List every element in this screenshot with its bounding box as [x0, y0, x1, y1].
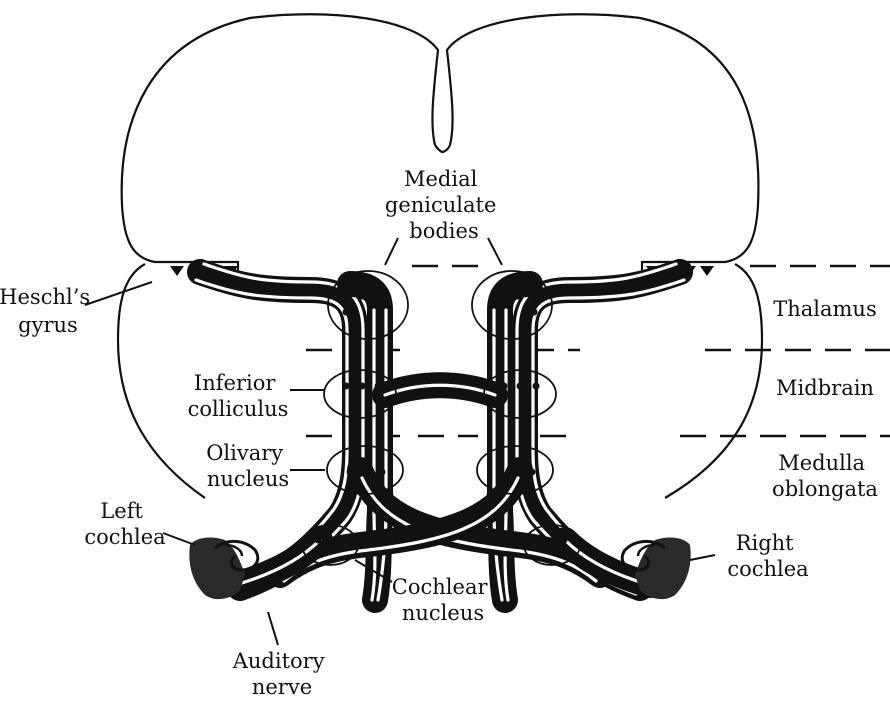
label-cochlear-nucleus: Cochlear nucleus	[392, 575, 494, 625]
label-medial-geniculate: Medial geniculate bodies	[385, 167, 503, 243]
label-thalamus: Thalamus	[773, 297, 877, 321]
label-medulla-oblongata: Medulla oblongata	[772, 451, 878, 501]
brainstem-left-outline	[118, 264, 205, 498]
label-right-cochlea: Right cochlea	[727, 531, 808, 581]
left-hemisphere-outline	[122, 14, 438, 270]
label-inferior-colliculus: Inferior colliculus	[188, 371, 289, 421]
right-hemisphere-outline	[447, 14, 758, 270]
label-olivary-nucleus: Olivary nucleus	[206, 441, 290, 491]
label-midbrain: Midbrain	[776, 376, 874, 400]
longitudinal-fissure	[435, 145, 450, 152]
label-left-cochlea: Left cochlea	[84, 499, 165, 549]
brainstem-right-outline	[665, 264, 762, 498]
label-auditory-nerve: Auditory nerve	[232, 649, 332, 699]
fiber-bundles	[196, 264, 684, 600]
label-heschls-gyrus: Heschl’s gyrus	[0, 285, 97, 337]
